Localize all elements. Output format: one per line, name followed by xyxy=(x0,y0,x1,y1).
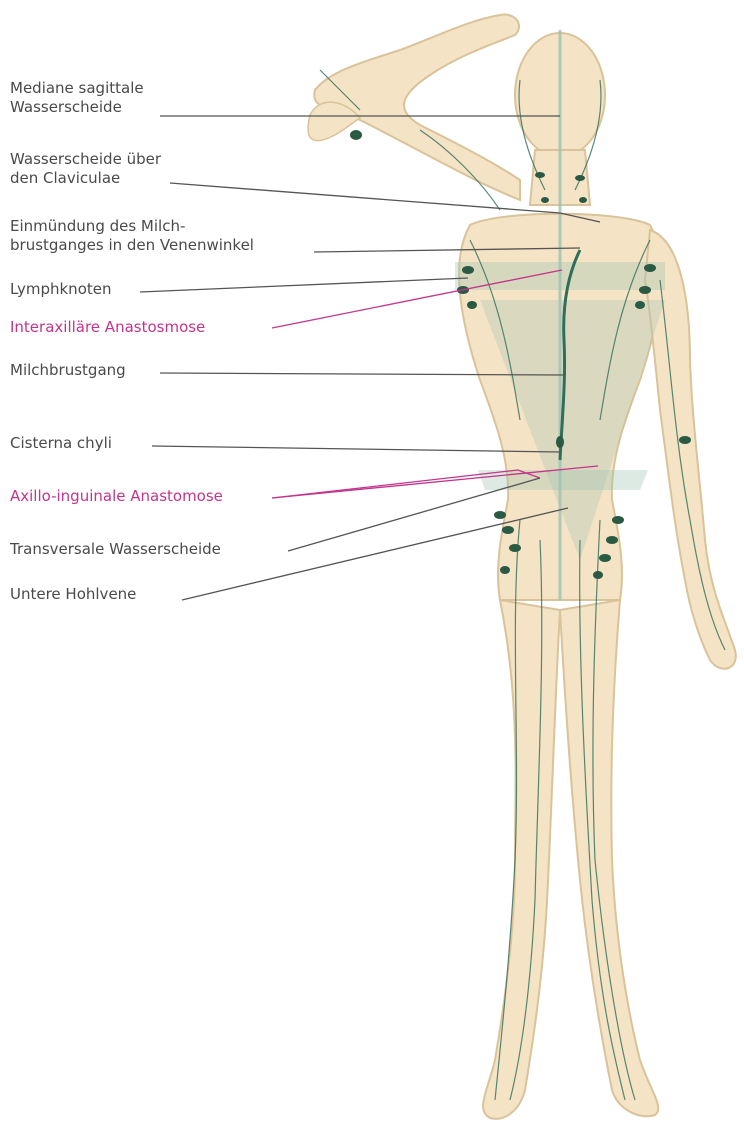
leader-cisterna xyxy=(152,446,560,452)
label-line: Cisterna chyli xyxy=(10,434,112,453)
label-line: brustganges in den Venenwinkel xyxy=(10,236,254,255)
label-line: den Claviculae xyxy=(10,169,161,188)
label-line: Lymphknoten xyxy=(10,280,111,299)
hanging-arm xyxy=(645,230,736,669)
label-line: Untere Hohlvene xyxy=(10,585,136,604)
label-interaxillaere-anastomose: Interaxilläre Anastosmose xyxy=(10,318,205,337)
label-line: Transversale Wasserscheide xyxy=(10,540,221,559)
right-leg xyxy=(560,600,658,1116)
label-line: Axillo-inguinale Anastomose xyxy=(10,487,223,506)
label-axillo-inguinale-anastomose: Axillo-inguinale Anastomose xyxy=(10,487,223,506)
clavicular-watershed xyxy=(455,262,665,290)
leader-lymphknoten xyxy=(140,278,468,292)
label-untere-hohlvene: Untere Hohlvene xyxy=(10,585,136,604)
label-line: Milchbrustgang xyxy=(10,361,126,380)
label-transversale-wasserscheide: Transversale Wasserscheide xyxy=(10,540,221,559)
label-cisterna-chyli: Cisterna chyli xyxy=(10,434,112,453)
label-line: Wasserscheide über xyxy=(10,150,161,169)
label-line: Wasserscheide xyxy=(10,98,144,117)
label-line: Mediane sagittale xyxy=(10,79,144,98)
transverse-watershed xyxy=(478,470,648,490)
label-mediane-sagittale-wasserscheide: Mediane sagittale Wasserscheide xyxy=(10,79,144,117)
label-line: Interaxilläre Anastosmose xyxy=(10,318,205,337)
label-wasserscheide-claviculae: Wasserscheide über den Claviculae xyxy=(10,150,161,188)
label-line: Einmündung des Milch- xyxy=(10,217,254,236)
label-milchbrustgang: Milchbrustgang xyxy=(10,361,126,380)
label-einmuendung-milchbrustgang: Einmündung des Milch- brustganges in den… xyxy=(10,217,254,255)
label-lymphknoten: Lymphknoten xyxy=(10,280,111,299)
